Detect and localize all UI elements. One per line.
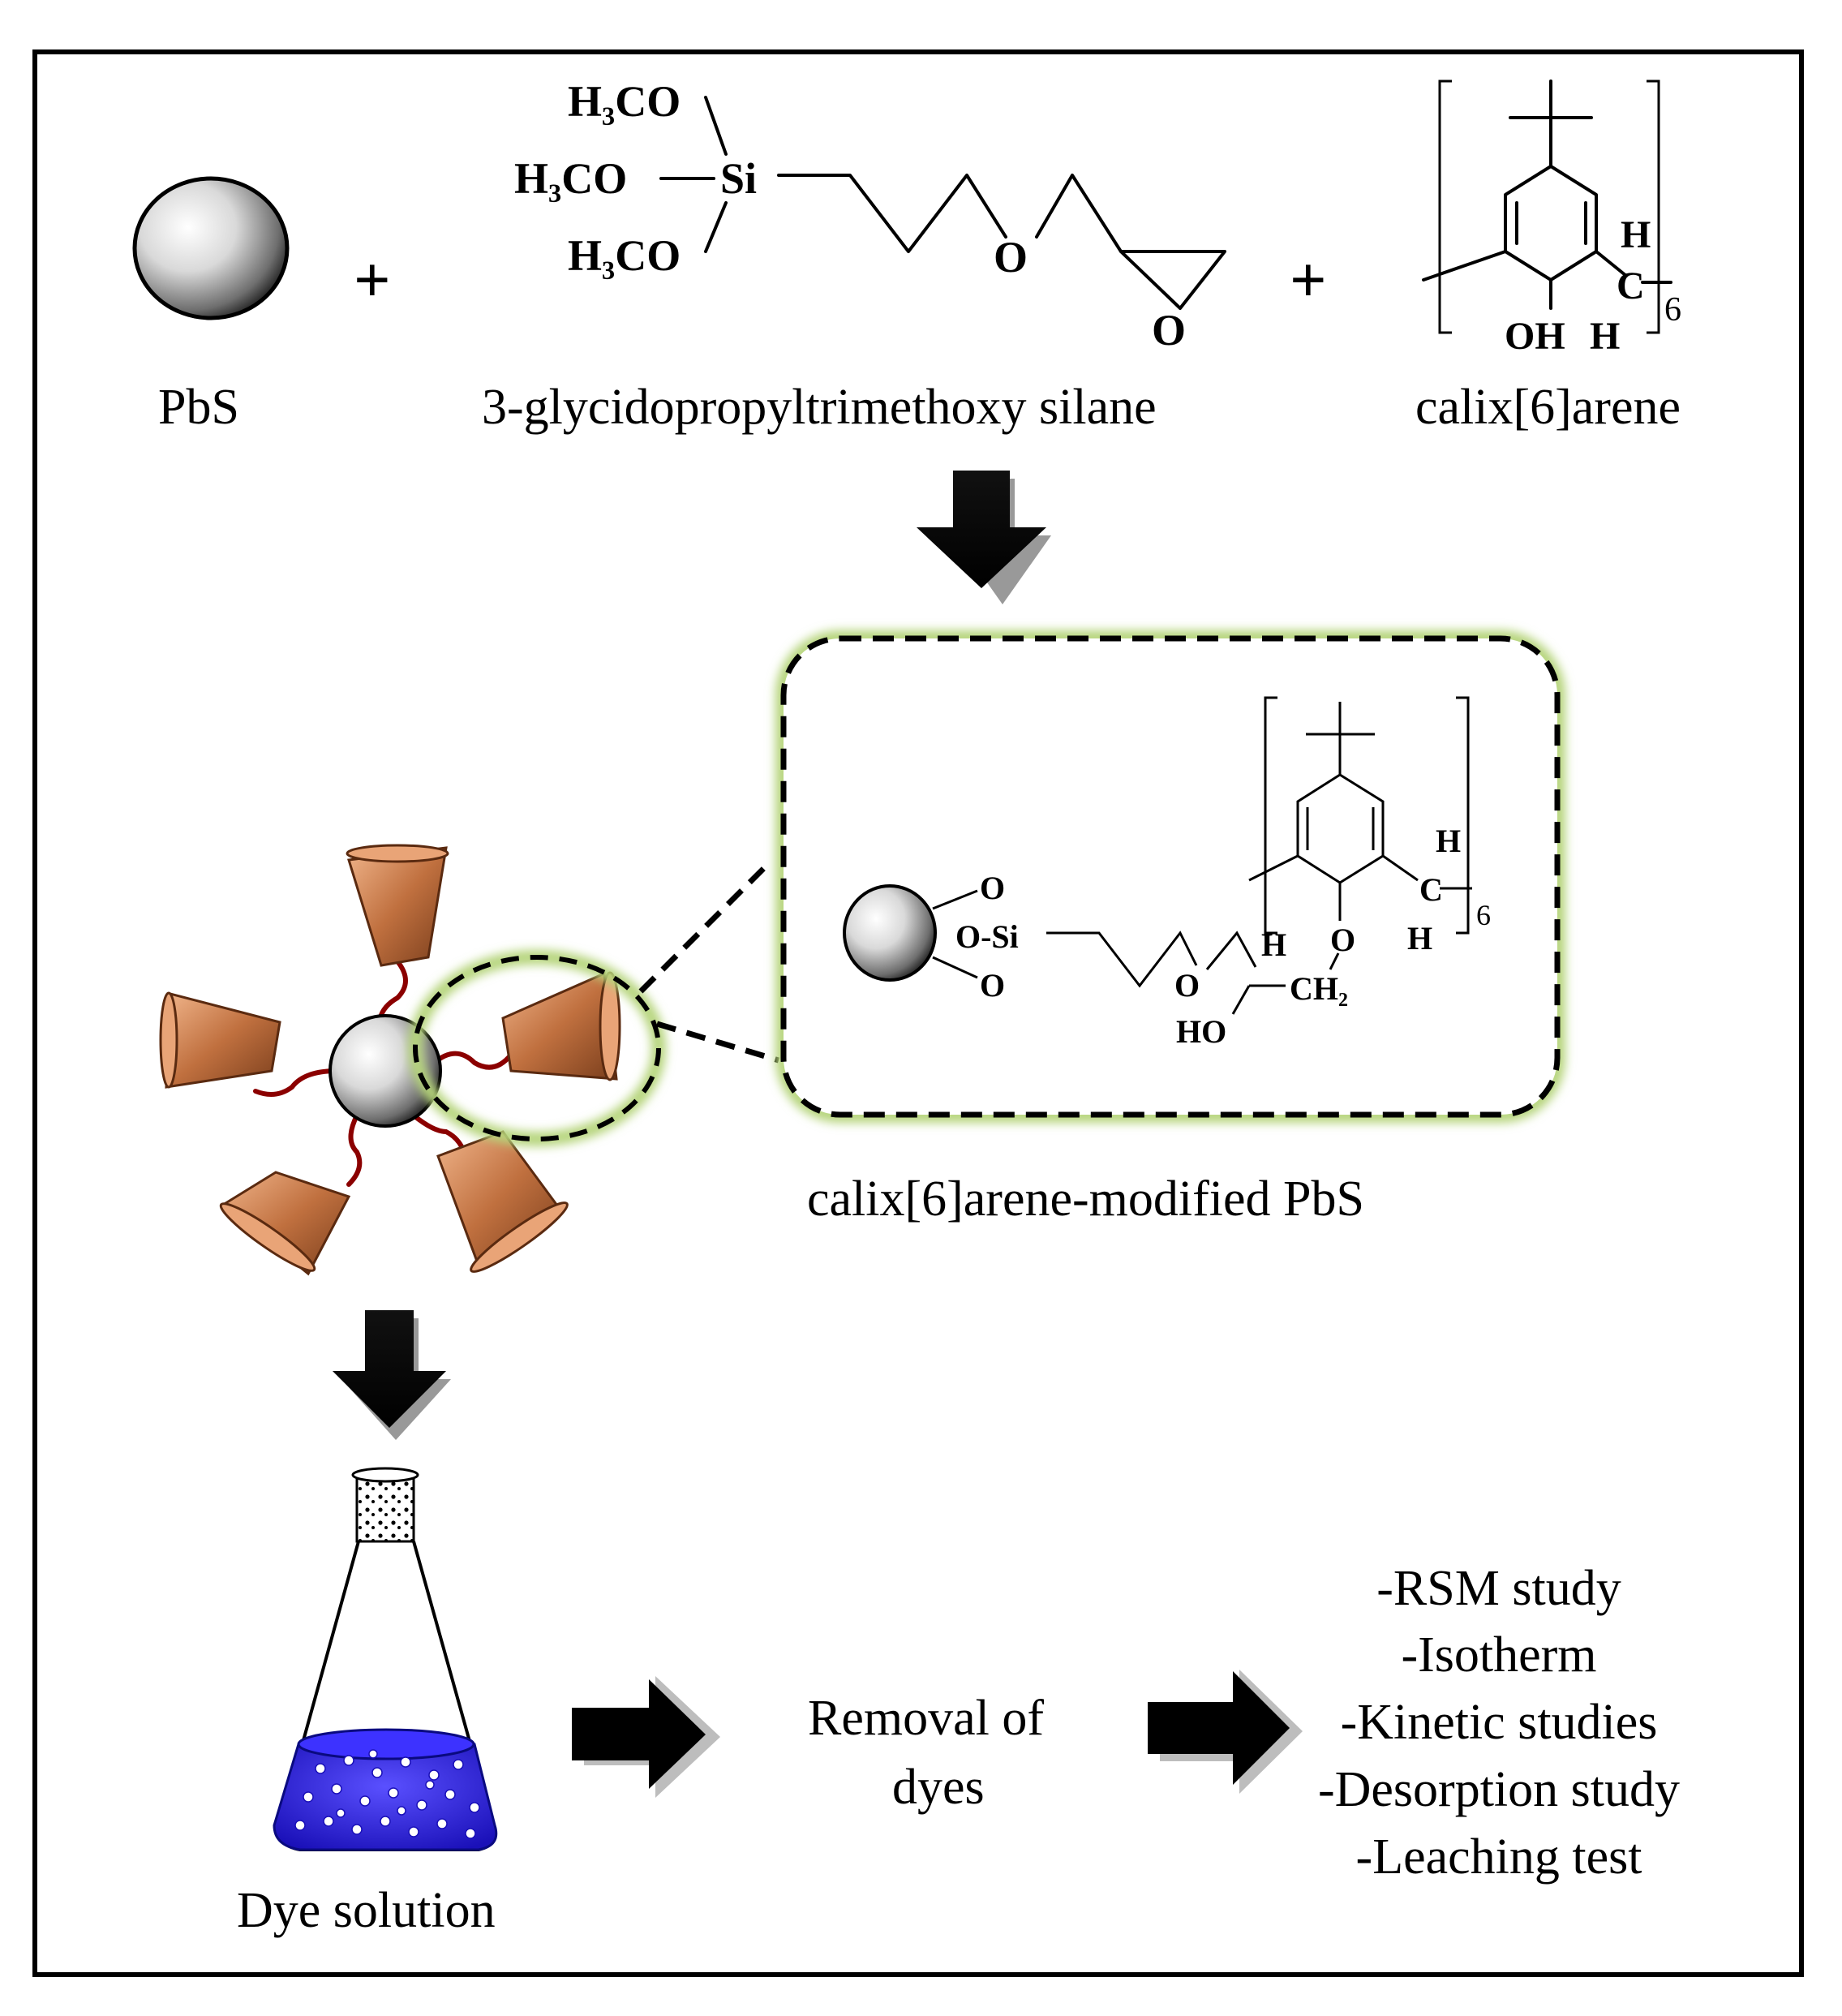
- product-o-top: O: [980, 870, 1005, 906]
- removal-line-1: Removal of: [808, 1691, 1044, 1746]
- plus-sign-2: +: [1290, 245, 1327, 316]
- product-ch2: CH₂: [1290, 970, 1348, 1007]
- calix-cup-top: [346, 844, 449, 967]
- study-item: -RSM study: [1376, 1561, 1621, 1616]
- pbs-label: PbS: [158, 380, 239, 435]
- silicon-atom: Si: [720, 154, 757, 203]
- calix-carbon: C: [1617, 264, 1645, 307]
- calixarene-label: calix[6]arene: [1415, 380, 1681, 435]
- right-arrow-1: [572, 1676, 720, 1798]
- product-structure: O O-Si O O H HO CH₂ O H C H 6: [843, 696, 1491, 1050]
- zoom-line-bottom: [655, 1021, 780, 1064]
- calix-cup-right: [501, 971, 621, 1081]
- ether-oxygen: O: [994, 233, 1028, 282]
- study-item: -Kinetic studies: [1341, 1695, 1658, 1750]
- modified-nanoparticle: [159, 844, 621, 1276]
- calix-cup-bottom-right: [436, 1130, 569, 1273]
- zoom-line-top: [638, 859, 773, 994]
- product-phenol-o: O: [1330, 922, 1355, 958]
- calix-cup-left: [159, 991, 281, 1089]
- product-calix-h-bottom: H: [1407, 920, 1432, 956]
- study-item: -Leaching test: [1356, 1829, 1642, 1885]
- product-o-si: O-Si: [955, 918, 1019, 955]
- studies-list: -RSM study -Isotherm -Kinetic studies -D…: [1318, 1561, 1680, 1885]
- silane-structure: H₃CO H₃CO H₃CO Si O O: [514, 77, 1226, 355]
- product-label: calix[6]arene-modified PbS: [807, 1171, 1364, 1227]
- study-item: -Desorption study: [1318, 1762, 1680, 1817]
- calixarene-structure: OH H C H 6: [1422, 80, 1681, 358]
- product-ho: HO: [1176, 1013, 1226, 1050]
- plus-sign-1: +: [354, 245, 391, 316]
- methoxy-mid: H₃CO: [514, 154, 627, 203]
- pbs-sphere: [132, 176, 290, 320]
- product-calix-subscript: 6: [1476, 899, 1491, 931]
- erlenmeyer-flask: [273, 1467, 498, 1851]
- down-arrow-2: [333, 1310, 451, 1440]
- product-calix-carbon: C: [1419, 871, 1443, 908]
- down-arrow-1: [917, 471, 1051, 604]
- calix-subscript: 6: [1664, 291, 1681, 329]
- calix-hydroxyl: OH: [1505, 315, 1565, 358]
- product-calix-h-top: H: [1436, 823, 1461, 859]
- silane-label: 3-glycidopropyltrimethoxy silane: [482, 380, 1157, 435]
- product-o-bottom: O: [980, 967, 1005, 1004]
- methoxy-bot: H₃CO: [568, 231, 681, 280]
- right-arrow-2: [1148, 1670, 1303, 1794]
- epoxide-oxygen: O: [1152, 306, 1186, 355]
- calix-cup-bottom-left: [219, 1171, 351, 1276]
- study-item: -Isotherm: [1401, 1627, 1596, 1683]
- dye-solution-label: Dye solution: [237, 1883, 496, 1938]
- callout-box: [775, 630, 1565, 1123]
- methoxy-top: H₃CO: [568, 77, 681, 126]
- product-ether-o: O: [1174, 967, 1200, 1004]
- removal-line-2: dyes: [892, 1760, 985, 1815]
- calix-h-top: H: [1621, 213, 1651, 256]
- zoom-ellipse: [408, 950, 666, 1146]
- outer-frame: [32, 49, 1804, 1977]
- calix-h-bottom: H: [1590, 315, 1620, 358]
